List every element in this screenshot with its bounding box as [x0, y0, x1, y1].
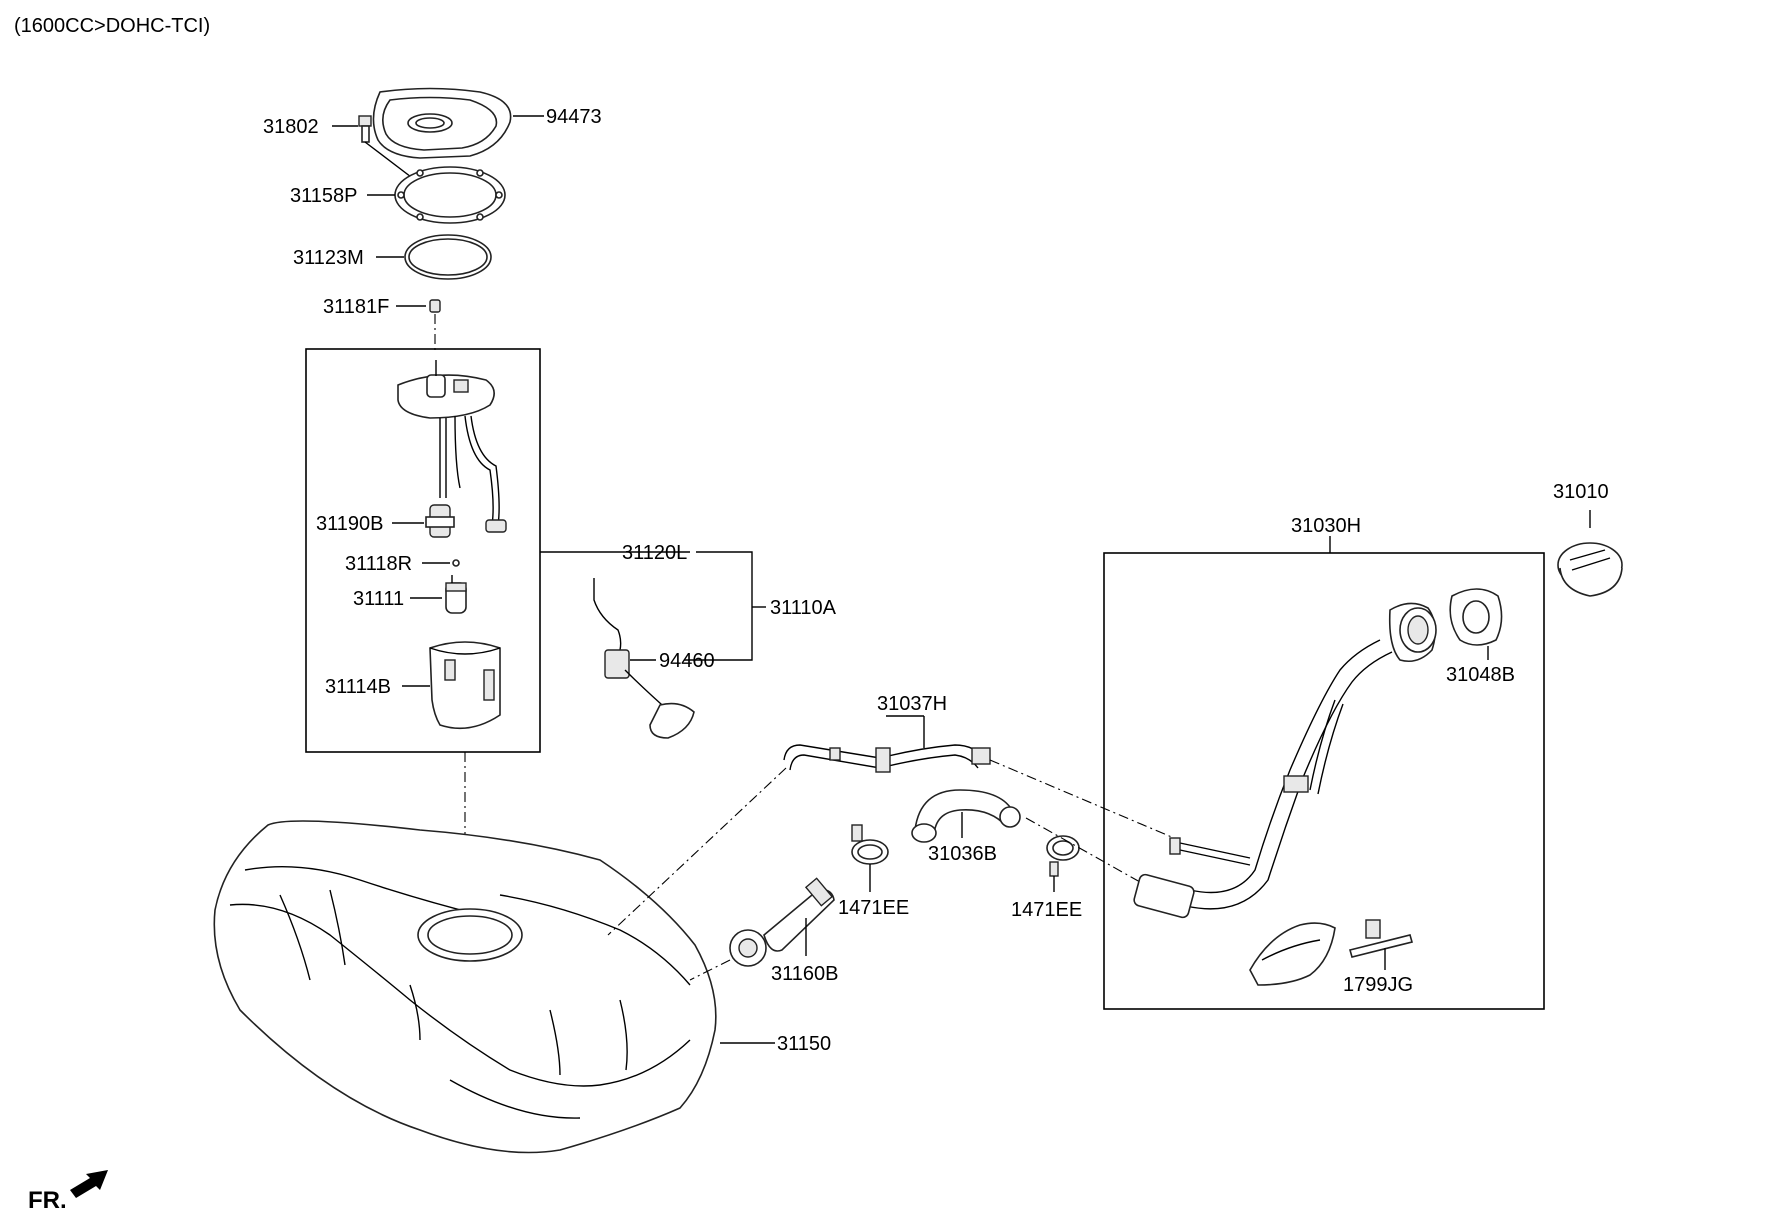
label-1471EE-b[interactable]: 1471EE	[1011, 899, 1082, 921]
label-31123M[interactable]: 31123M	[293, 247, 364, 269]
part-31181F-clip[interactable]	[429, 299, 441, 313]
axis-vent-to-neck	[989, 759, 1175, 839]
part-31036B-hose[interactable]	[911, 789, 1021, 843]
part-fuel-pump-flange[interactable]	[397, 360, 495, 419]
label-31160B[interactable]: 31160B	[771, 963, 838, 985]
leader-31802-to-ring	[364, 141, 416, 181]
axis-vent-to-tank	[607, 767, 787, 936]
axis-31160B	[689, 959, 731, 981]
part-1471EE-clamp-b[interactable]	[1046, 835, 1080, 877]
part-31160B-fill-neck[interactable]	[729, 877, 835, 967]
engine-spec-header: (1600CC>DOHC-TCI)	[14, 15, 210, 37]
label-94460[interactable]: 94460	[659, 650, 715, 672]
label-1799JG[interactable]: 1799JG	[1343, 974, 1413, 996]
label-31036B[interactable]: 31036B	[928, 843, 997, 865]
part-31114B-reservoir[interactable]	[429, 641, 501, 730]
part-94473-cover[interactable]	[372, 87, 512, 159]
label-31181F[interactable]: 31181F	[323, 296, 389, 318]
label-31114B[interactable]: 31114B	[325, 676, 391, 698]
front-direction-label: FR.	[28, 1187, 67, 1211]
label-31048B[interactable]: 31048B	[1446, 664, 1515, 686]
part-94460-fuel-sender[interactable]	[593, 578, 695, 739]
part-31048B-gasket[interactable]	[1449, 588, 1503, 646]
part-31158P-ring[interactable]	[394, 166, 506, 224]
label-31158P[interactable]: 31158P	[290, 185, 357, 207]
part-31123M-gasket[interactable]	[404, 234, 492, 280]
label-31118R[interactable]: 31118R	[345, 553, 412, 575]
leader-31110A-bracket	[684, 551, 753, 661]
label-31110A[interactable]: 31110A	[770, 597, 837, 619]
part-31802-bolt[interactable]	[358, 115, 372, 143]
part-connector-plug[interactable]	[485, 519, 507, 533]
label-1471EE-a[interactable]: 1471EE	[838, 897, 909, 919]
label-31111[interactable]: 31111	[353, 588, 404, 610]
part-1799JG-strap[interactable]	[1349, 919, 1413, 958]
part-fuel-pump-lines[interactable]	[439, 415, 500, 526]
part-31037H-vent-hose[interactable]	[783, 744, 991, 773]
label-31030H[interactable]: 31030H	[1291, 515, 1361, 537]
front-arrow-icon	[70, 1170, 108, 1198]
part-31030H-filler-pipe[interactable]	[1133, 602, 1437, 919]
part-31010-fuel-cap[interactable]	[1557, 542, 1623, 597]
part-31111-fuel-pump[interactable]	[445, 575, 467, 614]
label-31120L[interactable]: 31120L	[622, 542, 687, 564]
label-31037H[interactable]: 31037H	[877, 693, 947, 715]
label-31150[interactable]: 31150	[777, 1033, 831, 1055]
part-31150-fuel-tank[interactable]	[213, 820, 717, 1154]
part-31190B-regulator[interactable]	[425, 504, 455, 538]
fuel-pump-module-box	[305, 348, 541, 753]
label-94473[interactable]: 94473	[546, 106, 602, 128]
label-31802[interactable]: 31802	[263, 116, 319, 138]
part-1471EE-clamp-a[interactable]	[851, 824, 889, 865]
axis-hose-to-neck	[1025, 817, 1141, 883]
label-31010[interactable]: 31010	[1553, 481, 1609, 503]
filler-pipe-box	[1103, 552, 1545, 1010]
part-filler-pipe-shield[interactable]	[1249, 922, 1336, 986]
label-31190B[interactable]: 31190B	[316, 513, 383, 535]
part-31118R-oring[interactable]	[452, 559, 460, 567]
